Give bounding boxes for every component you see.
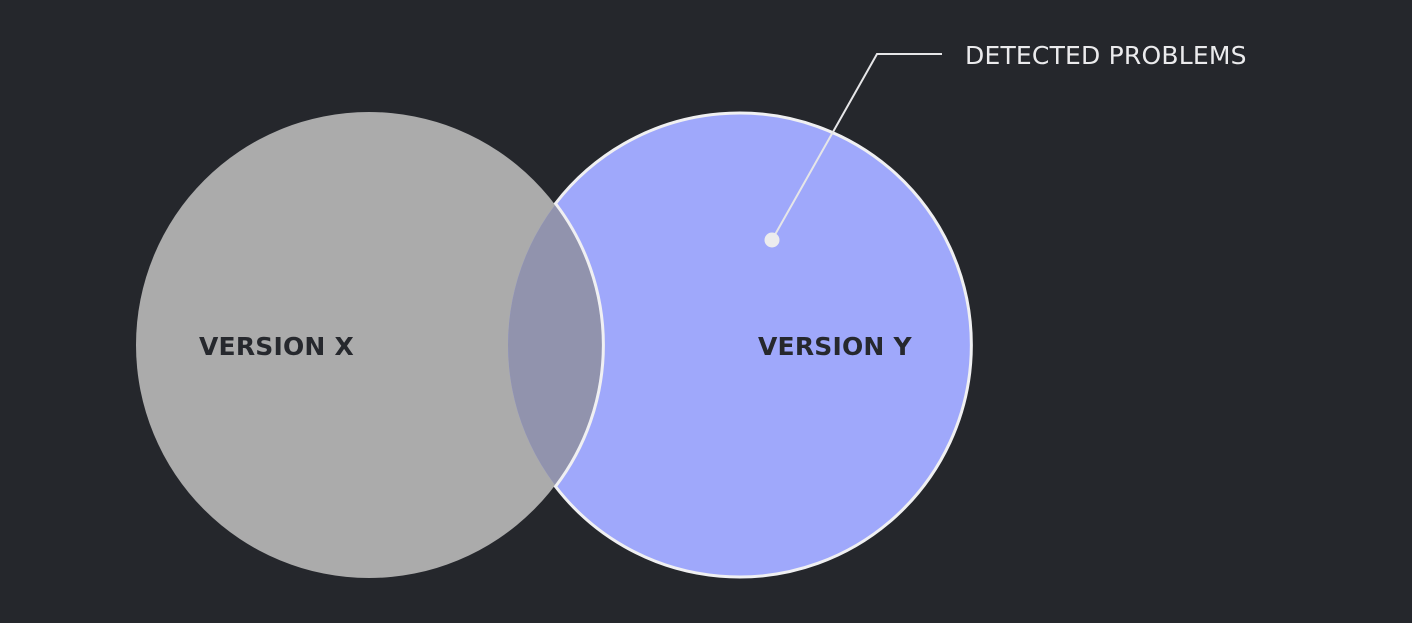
detected-problems-label: DETECTED PROBLEMS [965,41,1247,70]
version-y-circle [508,113,972,577]
callout-leader-line [771,53,942,241]
callout-anchor-dot [764,232,780,248]
version-y-label: VERSION Y [758,332,912,361]
version-y-only-outline [553,111,973,579]
version-x-label: VERSION X [199,332,354,361]
version-x-circle [136,112,602,578]
